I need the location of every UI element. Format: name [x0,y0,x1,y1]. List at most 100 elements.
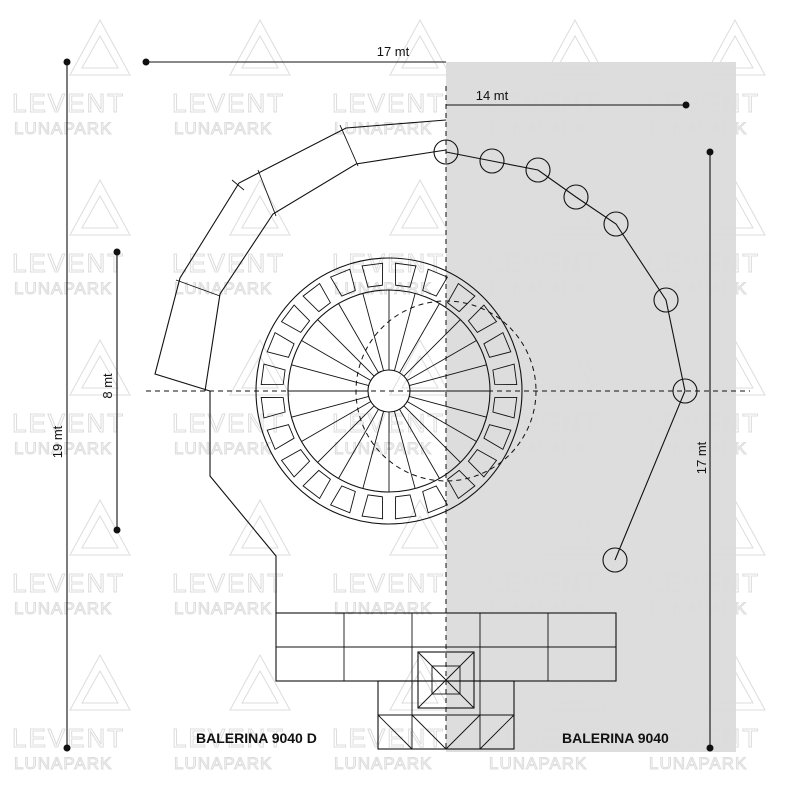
watermark-text-line1: LEVENT [487,568,600,598]
seat [329,485,356,514]
watermark-text-line1: LEVENT [12,408,125,438]
watermark-logo-icon [69,653,131,711]
seat [280,304,311,333]
watermark-logo-icon [544,18,606,76]
seat [422,268,449,297]
gondola-group [433,139,698,573]
cabin-diagonal [417,651,475,709]
seat [422,485,449,514]
seat [394,262,417,288]
watermark-text-line2: LUNAPARK [649,439,747,458]
fence-tick [231,179,245,191]
watermark-logo-icon [704,498,766,556]
watermark-logo-icon [389,653,451,711]
dim-dot [63,58,71,66]
rotating-platform [255,257,537,525]
seat [467,304,498,333]
seat [394,494,417,520]
gondola [433,139,459,165]
platform-spoke [394,293,416,371]
dim-label-top-overall: 17 mt [377,44,410,59]
watermark-logo-icon [704,653,766,711]
watermark-text-line2: LUNAPARK [14,279,112,298]
platform-spoke [403,319,461,377]
gondola [563,184,589,210]
gondola [653,287,679,313]
watermark-logo-icon [704,18,766,76]
model-label-left: BALERINA 9040 D [196,730,317,746]
watermark-logo-icon [389,498,451,556]
watermark-text-line2: LUNAPARK [14,439,112,458]
watermark-text-line2: LUNAPARK [174,119,272,138]
watermark-text-line1: LEVENT [172,408,285,438]
dim-label-right-height: 17 mt [694,441,709,474]
seat [329,268,356,297]
platform-spoke [409,364,487,386]
seat [302,469,331,500]
gondola [602,547,628,573]
seat [492,363,518,386]
fence-inner [204,149,447,392]
gondola [479,148,505,174]
fence-tick [339,124,359,167]
seat [361,262,384,288]
platform-spoke [362,293,384,371]
watermark-logo-icon [229,653,291,711]
watermark-text-line2: LUNAPARK [334,599,432,618]
platform-spoke [362,411,384,489]
dim-dot [706,148,714,156]
seat [467,449,498,478]
watermark-text-line1: LEVENT [647,408,760,438]
platform-spoke [399,303,440,374]
seat [447,282,476,313]
watermark-logo-icon [69,18,131,76]
watermark-logo-icon [229,178,291,236]
cabin-inner [431,665,461,695]
platform-spoke [338,303,379,374]
control-cabin [417,651,475,709]
dim-dot [706,744,714,752]
dim-label-left-inner: 8 mt [100,373,115,399]
watermark-text-line1: LEVENT [487,723,600,753]
platform-outer-ring [255,257,523,525]
shaded-area-balerina-9040 [446,62,736,752]
seat [266,331,295,358]
seat [280,449,311,478]
watermark-text-line2: LUNAPARK [174,599,272,618]
watermark-text-line1: LEVENT [332,88,445,118]
seat-group [260,262,518,520]
arm-path [433,139,698,573]
platform-spoke [406,340,477,381]
watermark-text-line1: LEVENT [172,568,285,598]
platform-spoke [409,396,487,418]
dimension-lines: 17 mt 14 mt 19 mt 8 mt 17 mt [50,44,714,752]
watermark-logo-icon [544,178,606,236]
platform-spoke [394,411,416,489]
watermark-logo-icon [704,178,766,236]
arm-path-line [445,151,686,561]
outer-fence [154,119,447,613]
watermark-logo-icon [544,498,606,556]
watermark-text-line1: LEVENT [172,88,285,118]
platform-spoke [301,340,372,381]
stairs-diagonal [445,714,481,750]
platform-spoke [406,401,477,442]
watermark-text-line2: LUNAPARK [649,599,747,618]
watermark-text-line2: LUNAPARK [489,754,587,773]
fence-tick [175,279,221,297]
watermark-text-line1: LEVENT [172,723,285,753]
model-label-right: BALERINA 9040 [562,730,669,746]
